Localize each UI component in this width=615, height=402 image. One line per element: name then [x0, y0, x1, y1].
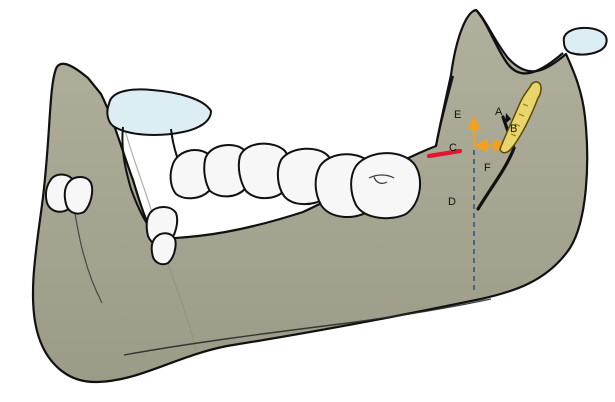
label-c: C [449, 142, 457, 154]
label-b: B [510, 123, 517, 135]
orange-left-arrow [476, 145, 503, 146]
label-a: A [495, 106, 503, 118]
label-e: E [454, 109, 461, 121]
back-tooth-2 [65, 177, 92, 214]
right-condyle [564, 28, 607, 55]
tooth-6 [351, 153, 420, 218]
back-tooth-4 [152, 233, 176, 264]
label-f: F [484, 162, 491, 174]
label-d: D [448, 196, 456, 208]
